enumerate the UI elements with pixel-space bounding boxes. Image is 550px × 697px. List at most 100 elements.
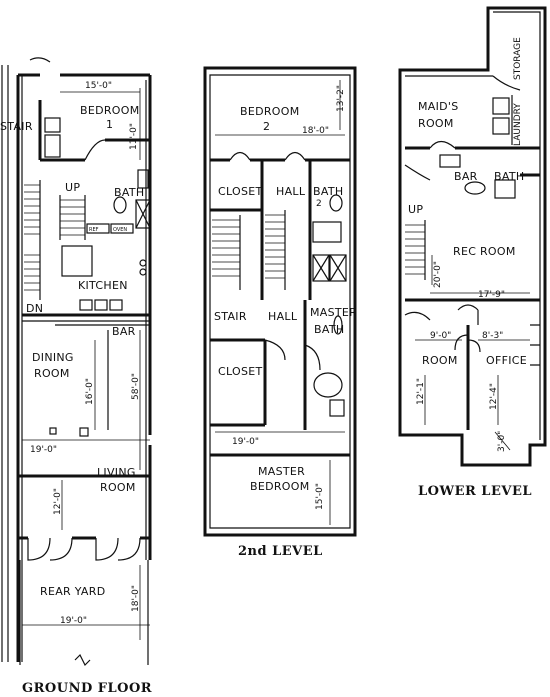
second-level-caption: 2nd LEVEL [238, 544, 323, 559]
lower-up-label: UP [408, 203, 423, 216]
ground-stair-label: STAIR [0, 120, 33, 133]
second-inner-wall-line [209, 74, 351, 529]
second-bath-cabinet [312, 254, 330, 282]
ground-bedroom-door-arc [84, 139, 106, 161]
ground-stair-treads [24, 254, 40, 291]
second-master-bath-label-2: BATH [314, 323, 344, 336]
ground-living-label: LIVING [97, 466, 136, 479]
ground-yard-width: 19'-0" [60, 616, 87, 626]
ground-yard-wall [19, 560, 149, 665]
lower-dim-line [424, 375, 499, 425]
ground-bedroom-width: 15'-0" [85, 81, 112, 91]
second-bedroom-width: 18'-0" [302, 126, 329, 136]
ground-bath-label: BATH [114, 186, 144, 199]
ground-party-wall [1, 65, 9, 662]
second-stair-treads [265, 214, 285, 279]
second-bath-toilet [329, 194, 343, 212]
lower-office-ticks [530, 324, 540, 366]
ground-bedroom-walls [38, 100, 150, 162]
ground-exterior-wall [16, 73, 152, 662]
ground-french-door [27, 537, 141, 561]
second-master-bedroom-label-2: BEDROOM [250, 480, 310, 493]
ground-bath-sink [137, 169, 149, 189]
lower-room-width: 9'-0" [430, 331, 451, 341]
ground-yard-break [74, 653, 91, 667]
ground-closet-box [44, 117, 61, 133]
lower-office-label: OFFICE [486, 354, 527, 367]
ground-oven-box [110, 223, 134, 234]
lower-level-plan: STORAGE MAID'S ROOM LAUNDRY BAR BATH UP … [398, 6, 547, 499]
second-width-dim: 19'-0" [232, 437, 259, 447]
lower-rec-width: 17'-9" [478, 290, 505, 300]
ground-entry-arc [29, 57, 51, 63]
second-master-bedroom-depth: 15'-0" [315, 483, 325, 510]
lower-inner-wall-line [405, 11, 541, 440]
ground-inner-wall-line [21, 75, 147, 662]
second-bedroom-number: 2 [263, 120, 270, 133]
ground-stair-treads [60, 199, 85, 236]
second-bath-tub [312, 221, 342, 243]
lower-rec-door-arc [457, 304, 479, 325]
second-closet-label-2: CLOSET [218, 365, 263, 378]
ground-kitchen-appliance [79, 299, 93, 311]
ground-total-depth: 58'-0" [131, 373, 141, 400]
lower-maids-door-arc [429, 140, 456, 149]
ground-dining-depth: 16'-0" [85, 378, 95, 405]
second-closet-label: CLOSET [218, 185, 263, 198]
lower-maids-label-2: ROOM [418, 117, 454, 130]
ground-burner [139, 259, 147, 267]
second-hall-walls [210, 160, 312, 300]
lower-door-arc [404, 164, 431, 181]
ground-closet-box [44, 134, 61, 158]
ground-bedroom-label: BEDROOM [80, 104, 140, 117]
lower-laundry-box [492, 97, 510, 115]
ground-oven-label: OVEN [113, 227, 127, 233]
ground-dining-width: 19'-0" [30, 445, 57, 455]
ground-dn-label: DN [26, 302, 43, 315]
lower-room-label: ROOM [422, 354, 458, 367]
ground-floor-caption: GROUND FLOOR [22, 681, 152, 696]
second-master-bath-tub [313, 372, 343, 398]
second-closet-walls [210, 300, 307, 430]
ground-yard-depth: 18'-0" [131, 585, 141, 612]
ground-bath-tub-x [135, 199, 151, 229]
ground-yard-label: REAR YARD [40, 585, 105, 598]
ground-bath-tub [135, 199, 151, 229]
lower-office-width: 8'-3" [482, 331, 503, 341]
ground-ref-label: REF [89, 227, 99, 233]
second-exterior-wall [203, 66, 357, 537]
second-level-plan: BEDROOM 2 13'-2" 18'-0" CLOSET HALL BATH… [203, 66, 357, 559]
lower-room-depth: 12'-1" [416, 378, 426, 405]
second-bedroom-door-arc [229, 151, 306, 161]
lower-rec-room-label: REC ROOM [453, 245, 516, 258]
second-bath-number: 2 [316, 199, 322, 209]
lower-laundry-box [492, 117, 510, 135]
second-bedroom-label: BEDROOM [240, 105, 300, 118]
lower-storage-label: STORAGE [513, 37, 523, 80]
ground-bath-toilet [113, 196, 127, 214]
second-cabinet-x [312, 254, 347, 282]
ground-bar-line [22, 320, 150, 326]
lower-level-caption: LOWER LEVEL [418, 484, 532, 499]
lower-bath-tub [464, 181, 486, 195]
ground-stair-rails [39, 180, 86, 300]
second-master-toilet [333, 315, 343, 335]
second-closet-door-arc [264, 339, 286, 361]
lower-office-depth: 12'-4" [489, 383, 499, 410]
ground-up-label: UP [65, 181, 80, 194]
second-master-bath-door-arc [304, 344, 321, 371]
lower-bath-fixture [494, 179, 516, 199]
second-stair-label: STAIR [214, 310, 247, 323]
lower-dim-line [494, 431, 511, 451]
lower-exterior-wall [398, 6, 547, 467]
ground-bedroom-number: 1 [106, 118, 113, 131]
second-stair-rails [239, 210, 286, 290]
ground-ref-box [86, 223, 110, 234]
second-master-sink [329, 399, 345, 417]
second-master-bedroom-label: MASTER [258, 465, 305, 478]
second-bath-label: BATH [313, 185, 343, 198]
lower-storage-arc [492, 75, 521, 91]
lower-door-arc [404, 311, 431, 321]
lower-laundry-label: LAUNDRY [513, 103, 523, 146]
